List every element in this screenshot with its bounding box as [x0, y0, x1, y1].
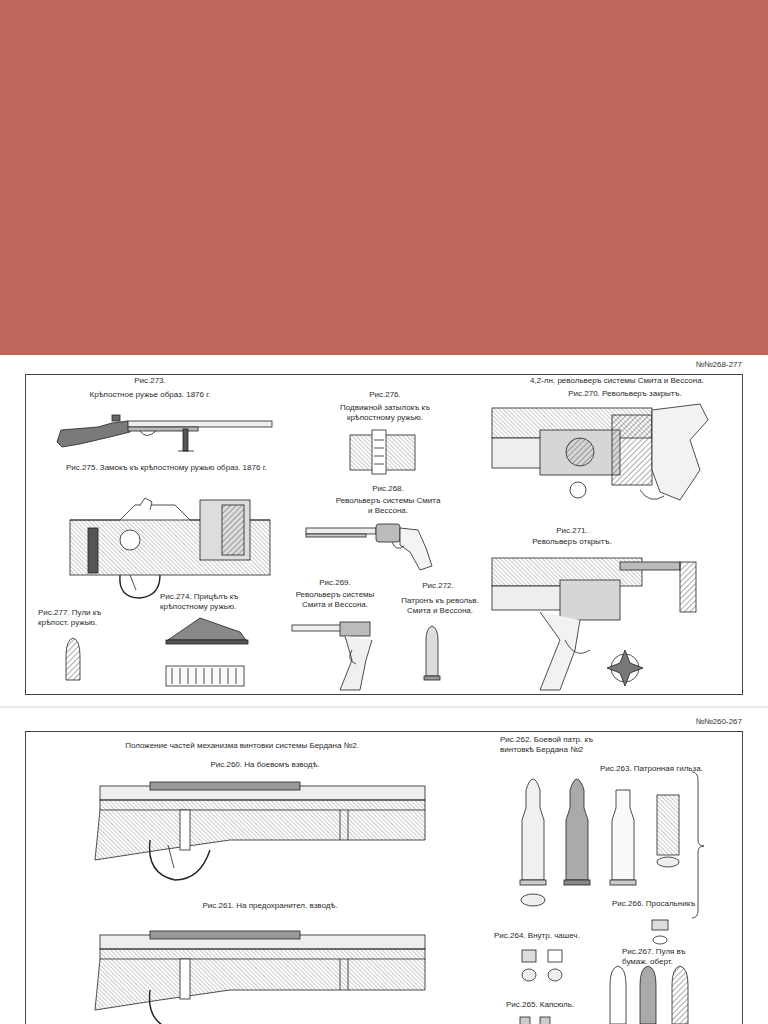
- figure-caption: Рис.271.: [532, 526, 612, 536]
- figure-caption: Рис.266. Просальникъ: [612, 899, 722, 909]
- figure-caption: Револьверъ открытъ.: [512, 537, 632, 547]
- figure-caption: Рис.262. Боевой патр. къ винтовкѣ Бердан…: [500, 735, 615, 756]
- figure-caption: Рис.275. Замокъ къ крѣпостному ружью обр…: [66, 463, 276, 473]
- figure-caption: Рис.272.: [403, 581, 473, 591]
- figure-caption: Рис.263. Патронная гильза.: [600, 764, 730, 774]
- figure-caption: Рис.267. Пуля въ бумаж. оберт.: [622, 947, 712, 968]
- figure-caption: Рис.277. Пули къ крѣпост. ружью.: [38, 608, 126, 629]
- figure-caption: Положение частей механизма винтовки сист…: [92, 741, 392, 751]
- figure-caption: Револьверъ системы Смита и Вессона.: [285, 590, 385, 611]
- figure-caption: Рис.264. Внутр. чашеч.: [494, 931, 614, 941]
- figure-caption: Рис.273.: [90, 376, 210, 386]
- figure-caption: Рис.261. На предохранител. взводѣ.: [160, 901, 380, 911]
- color-band: [0, 0, 768, 355]
- figure-caption: Подвижной затылокъ къ крѣпостному ружью.: [330, 403, 440, 424]
- figure-caption: Рис.270. Револьверъ закрытъ.: [550, 389, 700, 399]
- figure-caption: Патронъ къ револьв. Смита и Вессона.: [396, 596, 484, 617]
- figure-caption: Рис.276.: [345, 390, 425, 400]
- figure-caption: Рис.274. Прицѣлъ къ крѣпостному ружью.: [160, 592, 270, 613]
- figure-caption: Рис.269.: [295, 578, 375, 588]
- plate-number: №№260-267: [695, 717, 742, 726]
- figure-caption: Рис.265. Капсюль.: [506, 1000, 606, 1010]
- figure-caption: 4,2-лн. револьверъ системы Смита и Вессо…: [492, 376, 742, 386]
- figure-caption: Рис.268.: [348, 484, 428, 494]
- plate-frame: №№260-267: [25, 731, 743, 1024]
- plate-number: №№268-277: [695, 360, 742, 369]
- figure-caption: Револьверъ системы Смита и Вессона.: [333, 496, 443, 517]
- figure-caption: Рис.260. На боевомъ взводѣ.: [165, 760, 365, 770]
- figure-caption: Крѣпостное ружье образ. 1876 г.: [55, 390, 245, 400]
